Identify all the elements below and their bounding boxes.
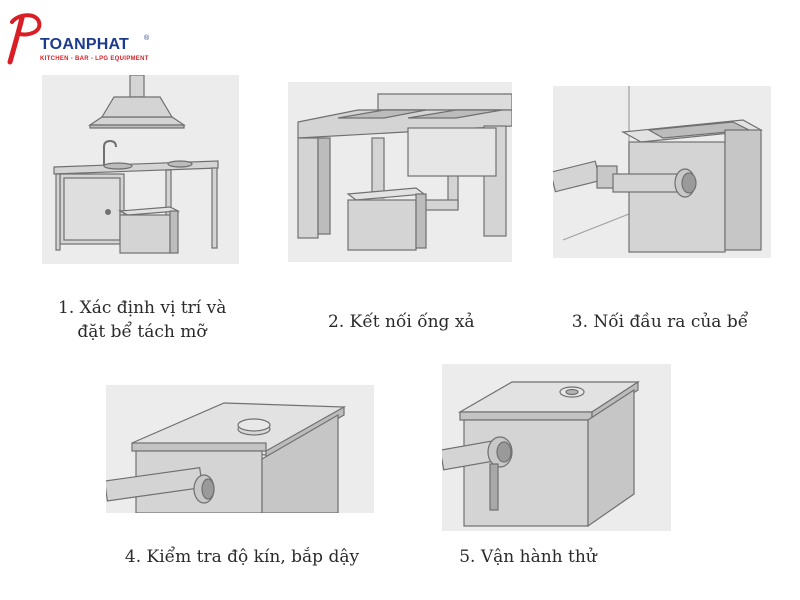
registered-mark: ® bbox=[144, 35, 150, 42]
step-1-caption: 1. Xác định vị trí và đặt bể tách mỡ bbox=[58, 296, 226, 344]
step-1-caption-line-2: đặt bể tách mỡ bbox=[77, 322, 207, 342]
step-2-caption: 2. Kết nối ống xả bbox=[328, 312, 475, 332]
step-4-illustration bbox=[106, 385, 374, 513]
brand-logo: TOANPHAT ® KITCHEN - BAR - LPG EQUIPMENT bbox=[6, 8, 156, 66]
step-4-caption: 4. Kiểm tra độ kín, bắp dậy bbox=[124, 547, 360, 567]
step-2-illustration bbox=[288, 82, 512, 262]
step-1-illustration bbox=[42, 75, 239, 264]
brand-logo-mark-icon bbox=[7, 13, 42, 65]
step-3-caption: 3. Nối đầu ra của bể bbox=[571, 312, 749, 332]
step-3-illustration bbox=[553, 86, 771, 258]
step-1-caption-line-1: 1. Xác định vị trí và bbox=[58, 298, 227, 318]
step-5-illustration bbox=[442, 364, 671, 531]
brand-name: TOANPHAT bbox=[40, 36, 130, 53]
step-5-caption: 5. Vận hành thử bbox=[459, 547, 597, 567]
brand-tagline: KITCHEN - BAR - LPG EQUIPMENT bbox=[40, 56, 149, 62]
